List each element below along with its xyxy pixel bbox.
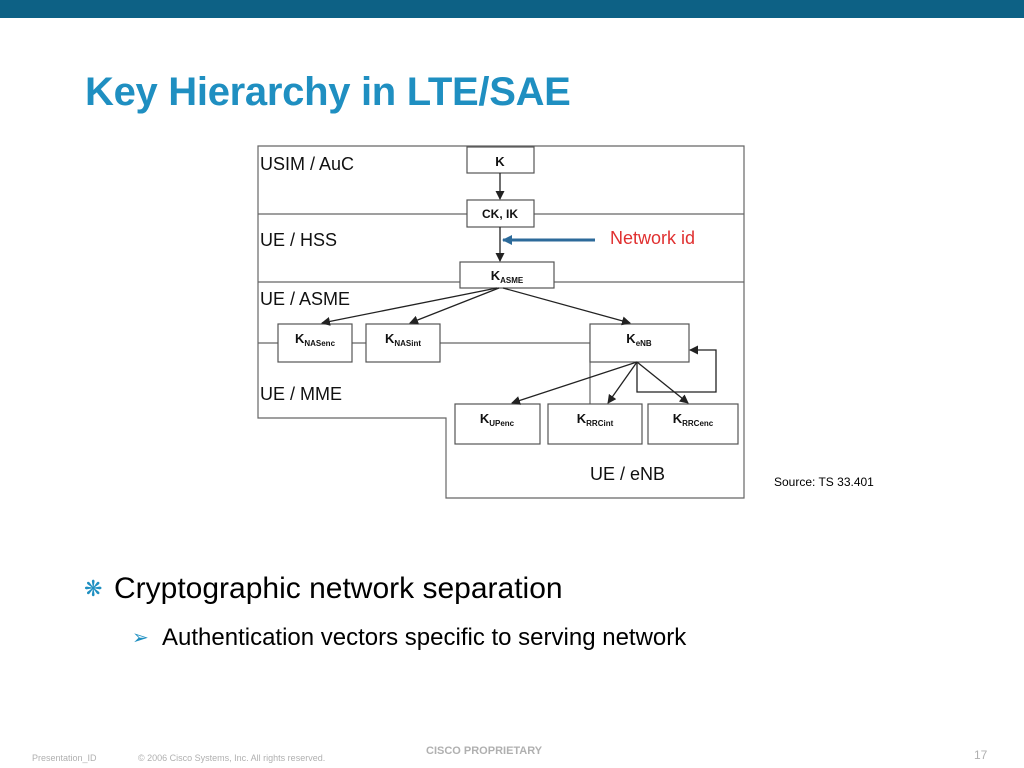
- source-note: Source: TS 33.401: [774, 475, 874, 489]
- snowflake-bullet-icon: ❋: [84, 576, 103, 601]
- arrow-kasme-to-knasint: [409, 287, 500, 325]
- svg-text:KRRCint: KRRCint: [577, 411, 614, 428]
- svg-text:KRRCenc: KRRCenc: [673, 411, 714, 428]
- arrow-kasme-to-knasenc: [321, 287, 498, 326]
- arrow-kenb-to-krrcenc: [636, 361, 689, 404]
- key-kupenc-main: K: [480, 411, 490, 426]
- arrow-kenb-to-kupenc: [511, 361, 638, 405]
- svg-text:KNASint: KNASint: [385, 331, 421, 348]
- layer-frame: [257, 145, 745, 499]
- key-box-krrcenc: KRRCenc: [647, 403, 739, 445]
- key-knasint-main: K: [385, 331, 395, 346]
- key-knasenc-main: K: [295, 331, 305, 346]
- footer-page-number: 17: [974, 748, 988, 762]
- key-krrcenc-sub: RRCenc: [682, 419, 714, 428]
- key-knasenc-sub: NASenc: [304, 339, 335, 348]
- key-k-label: K: [495, 154, 505, 169]
- key-box-knasint: KNASint: [365, 323, 441, 363]
- slide-title: Key Hierarchy in LTE/SAE: [85, 70, 571, 114]
- key-kupenc-sub: UPenc: [489, 419, 514, 428]
- key-box-krrcint: KRRCint: [547, 403, 643, 445]
- layer-label-ue-mme: UE / MME: [260, 384, 342, 404]
- network-id-label: Network id: [610, 228, 695, 248]
- bullet-level-1: ❋ Cryptographic network separation: [84, 572, 563, 606]
- layer-label-ue-asme: UE / ASME: [260, 289, 350, 309]
- svg-text:KeNB: KeNB: [626, 331, 652, 348]
- svg-text:CK, IK: CK, IK: [482, 207, 518, 221]
- key-kenb-main: K: [626, 331, 636, 346]
- key-box-kasme: KASME: [459, 261, 555, 289]
- svg-text:KASME: KASME: [491, 268, 524, 285]
- bullet-level-2: ➢ Authentication vectors specific to ser…: [132, 624, 686, 652]
- bullet-1-text: Cryptographic network separation: [114, 572, 563, 605]
- key-knasint-sub: NASint: [394, 339, 421, 348]
- footer-proprietary: CISCO PROPRIETARY: [426, 745, 543, 757]
- key-ck-ik-label: CK, IK: [482, 207, 518, 221]
- key-krrcenc-main: K: [673, 411, 683, 426]
- bullet-2-text: Authentication vectors specific to servi…: [162, 624, 687, 651]
- key-kasme-sub: ASME: [500, 276, 524, 285]
- svg-text:K: K: [495, 154, 505, 169]
- key-box-ck-ik: CK, IK: [466, 199, 535, 228]
- key-krrcint-main: K: [577, 411, 587, 426]
- key-krrcint-sub: RRCint: [586, 419, 613, 428]
- key-box-kenb: KeNB: [589, 323, 690, 363]
- key-box-knasenc: KNASenc: [277, 323, 353, 363]
- arrow-kasme-to-kenb: [502, 287, 631, 326]
- key-kenb-sub: eNB: [636, 339, 652, 348]
- footer-presentation-id: Presentation_ID: [32, 753, 97, 763]
- arrow-kenb-to-krrcint: [607, 361, 638, 404]
- arrow-kenb-self-loop: [636, 345, 717, 393]
- key-kasme-main: K: [491, 268, 501, 283]
- layer-label-ue-enb: UE / eNB: [590, 464, 665, 484]
- top-bar: [0, 0, 1024, 18]
- layer-label-usim-auc: USIM / AuC: [260, 154, 354, 174]
- svg-text:KUPenc: KUPenc: [480, 411, 515, 428]
- svg-text:KNASenc: KNASenc: [295, 331, 336, 348]
- arrow-bullet-icon: ➢: [132, 627, 149, 649]
- footer-copyright: © 2006 Cisco Systems, Inc. All rights re…: [138, 753, 326, 763]
- layer-label-ue-hss: UE / HSS: [260, 230, 337, 250]
- outer-frame: [257, 145, 745, 499]
- key-box-kupenc: KUPenc: [454, 403, 541, 445]
- key-box-k: K: [466, 146, 535, 174]
